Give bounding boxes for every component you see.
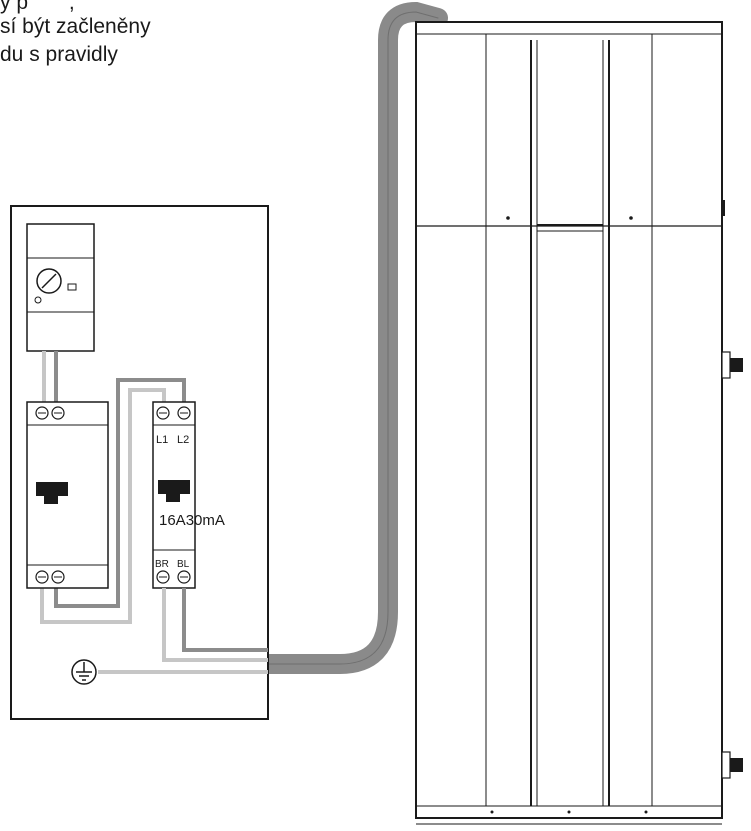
- wire-out-dark: [182, 588, 268, 652]
- terminal-label-l2: L2: [177, 434, 189, 446]
- supply-hose-outline: [235, 11, 439, 665]
- terminal-label-bl: BL: [177, 559, 190, 570]
- earth-ground-icon: [71, 659, 97, 685]
- terminal-label-l1: L1: [156, 434, 168, 446]
- breaker-toggle: [36, 482, 68, 496]
- circuit-breaker: [26, 401, 109, 589]
- rcd-toggle: [158, 480, 190, 494]
- wire-dark-link: [54, 378, 186, 608]
- terminal-label-br: BR: [155, 559, 169, 570]
- rcd-breaker: L1 L2 16A30mA BR BL: [152, 401, 225, 589]
- main-isolator: [26, 223, 95, 352]
- pipe-connector-lower-icon: [721, 751, 743, 779]
- water-heater-unit: [415, 21, 725, 825]
- pipe-connector-upper-icon: [721, 351, 743, 379]
- caption-line-3: du s pravidly: [0, 43, 118, 66]
- rcd-rating-label: 16A30mA: [159, 512, 225, 529]
- caption-line-1: y p ,: [0, 0, 75, 14]
- caption-line-2: sí být začleněny: [0, 15, 151, 38]
- wire-out-light: [162, 588, 268, 662]
- wire-light-link: [40, 388, 166, 624]
